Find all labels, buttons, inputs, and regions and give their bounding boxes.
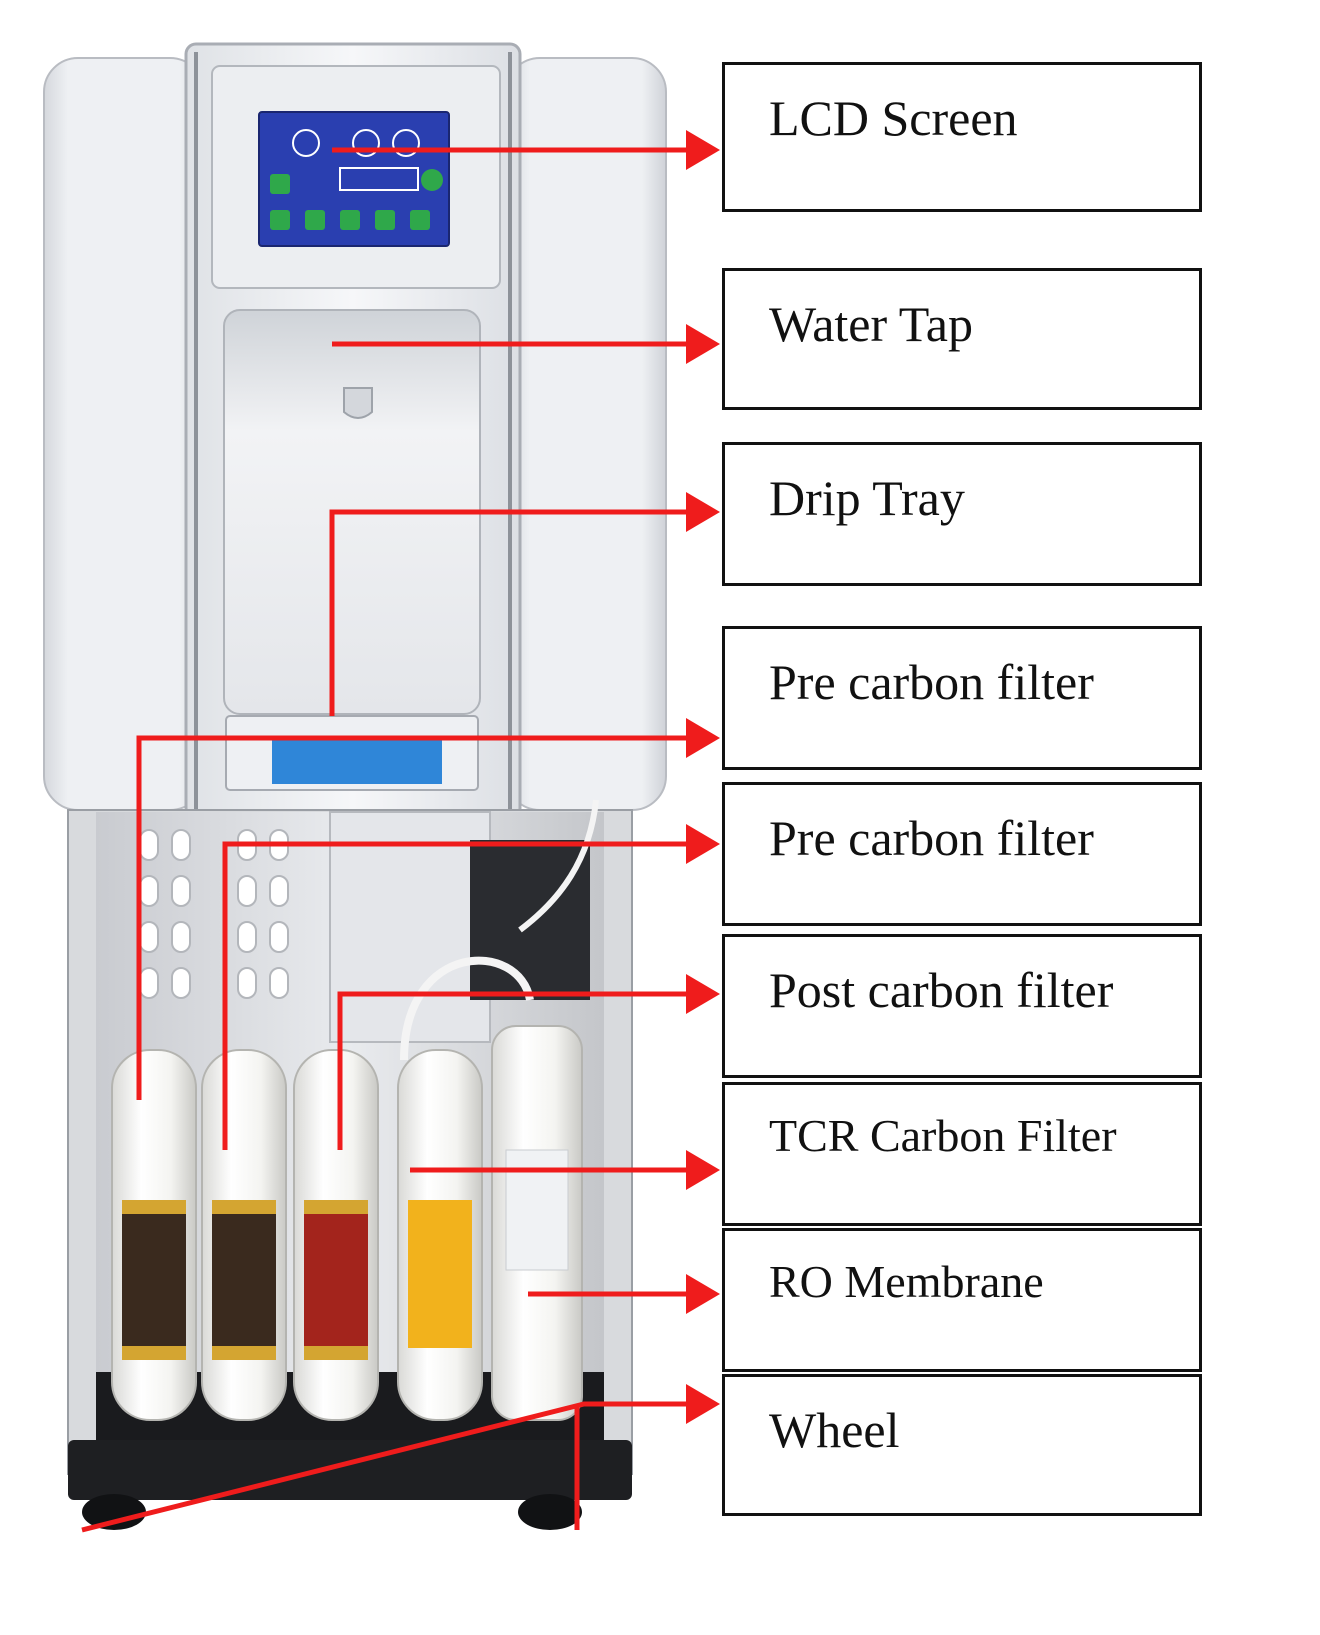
lcd-snowflake-icon [421,169,443,191]
water-tube [400,956,534,1061]
label-water-tap: Water Tap [769,296,973,352]
post-carbon-filter-cartridge [293,1049,379,1421]
leader-line-wheel [81,1401,688,1533]
housing-right-panel [505,57,667,811]
arrow-head-icon [686,324,720,364]
label-box-tcr-carbon-filter: TCR Carbon Filter [722,1082,1202,1226]
leader-lines [81,147,688,1533]
ro-membrane-cartridge [491,1025,583,1421]
label-drip-tray: Drip Tray [769,470,965,526]
leader-line-pre-carbon-filter-2 [222,841,688,1150]
lcd-button-icon [270,210,290,230]
arrow-head-icon [686,824,720,864]
lcd-fan-icon [352,129,380,157]
wheel [82,1494,146,1530]
label-box-drip-tray: Drip Tray [722,442,1202,586]
pre-carbon-filter-2-cartridge [201,1049,287,1421]
lcd-digit-readout [339,167,419,191]
filter-band [408,1200,472,1348]
arrow-head-icon [686,492,720,532]
filter-band [304,1200,368,1360]
label-box-pre-carbon-filter-2: Pre carbon filter [722,782,1202,926]
lcd-button-icon [375,210,395,230]
lcd-button-icon [270,174,290,194]
label-pre-carbon-filter-1: Pre carbon filter [769,654,1094,710]
arrow-head-icon [686,1384,720,1424]
filter-cartridges [111,1025,583,1421]
internal-compartment-box [329,811,491,1043]
label-ro-membrane: RO Membrane [769,1256,1044,1307]
filter-band-stripe [122,1346,186,1360]
label-box-water-tap: Water Tap [722,268,1202,410]
pre-carbon-filter-1-cartridge [111,1049,197,1421]
label-pre-carbon-filter-2: Pre carbon filter [769,810,1094,866]
lcd-button-icon [340,210,360,230]
tcr-carbon-filter-cartridge [397,1049,483,1421]
filter-band-stripe [122,1200,186,1214]
arrow-head-icon [686,1274,720,1314]
arrow-heads [686,130,720,1424]
lcd-button-icon [305,210,325,230]
label-tcr-carbon-filter: TCR Carbon Filter [769,1110,1117,1161]
water-tap-spout [343,387,373,419]
leader-line-post-carbon-filter [337,991,688,1150]
cabinet-base [68,1440,632,1500]
dispensing-area [223,309,481,791]
arrow-head-icon [686,1150,720,1190]
lcd-gauge-icon [292,129,320,157]
lcd-gauge-icon [392,129,420,157]
water-tube [518,799,599,933]
arrow-head-icon [686,718,720,758]
label-lcd-screen: LCD Screen [769,90,1018,146]
label-box-ro-membrane: RO Membrane [722,1228,1202,1372]
label-box-lcd-screen: LCD Screen [722,62,1202,212]
label-box-pre-carbon-filter-1: Pre carbon filter [722,626,1202,770]
filter-band-stripe [304,1346,368,1360]
notice-label [272,740,442,784]
housing-left-panel [43,57,205,811]
label-wheel: Wheel [769,1402,900,1458]
leader-line-pre-carbon-filter-1 [136,735,688,1100]
filter-band [122,1200,186,1360]
filter-band-stripe [304,1200,368,1214]
label-post-carbon-filter: Post carbon filter [769,962,1114,1018]
label-box-post-carbon-filter: Post carbon filter [722,934,1202,1078]
filter-band-stripe [212,1346,276,1360]
leader-line-drip-tray [329,509,688,716]
lcd-button-icon [410,210,430,230]
label-box-wheel: Wheel [722,1374,1202,1516]
perforated-panel [139,829,289,999]
arrow-head-icon [686,130,720,170]
filter-band-stripe [212,1200,276,1214]
arrow-head-icon [686,974,720,1014]
lcd-screen-panel [258,111,450,247]
wheel [518,1494,582,1530]
filter-band [212,1200,276,1360]
